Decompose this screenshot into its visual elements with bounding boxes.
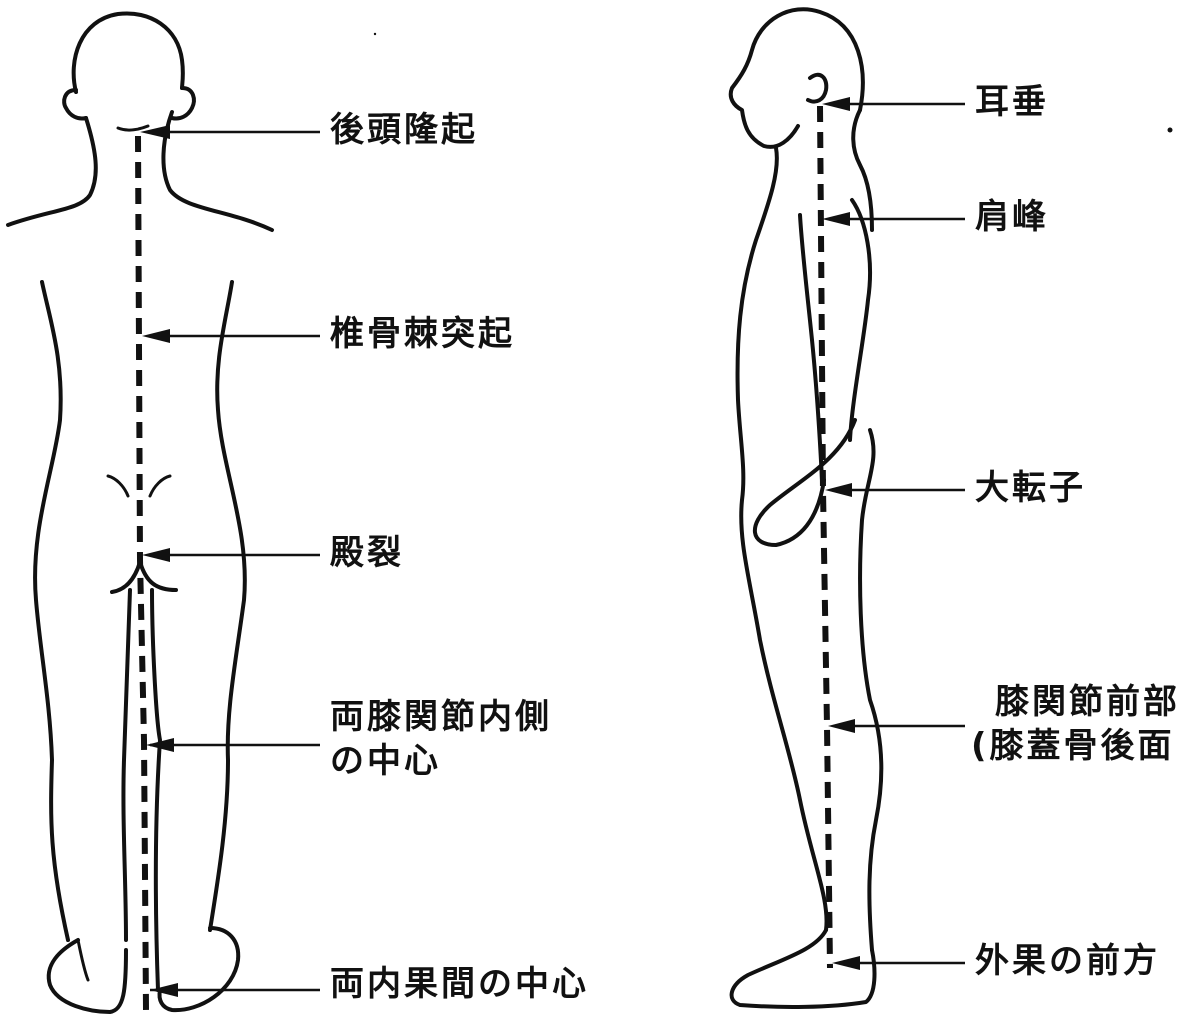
arrow-gluteal-head xyxy=(142,548,170,562)
arrow-knee-medial-head xyxy=(146,738,174,752)
back-neck-left-shoulder xyxy=(6,116,98,227)
back-inner-leg-left xyxy=(121,588,132,942)
arrow-lateral-malleolus-head xyxy=(832,956,860,970)
arrow-occipital-head xyxy=(140,125,170,139)
label-medial-malleoli-center: 両内果間の中心 xyxy=(330,964,589,1004)
label-knee-medial-line1: 両膝関節内側 xyxy=(330,697,552,737)
label-acromion: 肩峰 xyxy=(975,197,1049,237)
side-view-arrows xyxy=(822,97,965,970)
side-head-outline xyxy=(728,7,865,149)
lumbar-dimple-right xyxy=(148,474,172,498)
back-neck-right-shoulder xyxy=(161,110,274,232)
back-view-figure xyxy=(6,11,274,1014)
side-back-of-neck xyxy=(851,108,874,232)
side-foot xyxy=(729,928,877,1009)
arrow-malleoli-head xyxy=(150,983,178,997)
gluteal-fold xyxy=(110,560,178,594)
arrow-earlobe-head xyxy=(822,97,850,111)
side-arm-outer xyxy=(848,198,872,442)
print-speck xyxy=(373,32,377,36)
label-knee-medial-center: 両膝関節内側 の中心 xyxy=(330,695,552,783)
label-anterior-lateral-malleolus: 外果の前方 xyxy=(975,941,1160,981)
label-spinous-process: 椎骨棘突起 xyxy=(330,314,515,354)
side-front-torso xyxy=(735,146,829,932)
label-occipital-protuberance: 後頭隆起 xyxy=(330,110,478,150)
label-knee-anterior-line1: 膝関節前部 xyxy=(995,682,1180,722)
label-earlobe: 耳垂 xyxy=(975,82,1049,122)
arrow-acromion-head xyxy=(822,212,850,226)
arrow-knee-anterior-head xyxy=(828,719,855,733)
back-head-outline xyxy=(71,11,185,94)
lumbar-dimple-left xyxy=(106,474,130,498)
back-right-ear xyxy=(170,86,196,121)
back-left-foot xyxy=(46,938,128,1014)
back-view-arrows xyxy=(140,125,320,997)
side-gravity-line xyxy=(817,105,833,969)
back-left-torso xyxy=(33,280,70,942)
print-speck xyxy=(1167,127,1173,133)
back-left-heel xyxy=(76,938,90,982)
back-inner-leg-right xyxy=(150,588,162,992)
label-knee-anterior-line2: (膝蓋骨後面 xyxy=(971,726,1175,766)
side-view-figure xyxy=(728,7,884,1009)
label-knee-anterior: 膝関節前部 (膝蓋骨後面 xyxy=(971,680,1180,768)
back-gravity-line xyxy=(135,135,149,1011)
side-arm-inner xyxy=(798,213,824,482)
back-right-foot xyxy=(157,926,241,1013)
arrow-trochanter-head xyxy=(825,483,852,497)
label-knee-medial-line2: の中心 xyxy=(330,741,441,781)
occipital-mark xyxy=(116,124,150,132)
arrow-spinous-head xyxy=(142,329,170,343)
side-ear xyxy=(806,72,829,104)
side-hand xyxy=(752,418,857,547)
side-back-leg xyxy=(858,428,884,952)
back-left-ear xyxy=(62,88,88,121)
label-greater-trochanter: 大転子 xyxy=(975,468,1086,508)
label-gluteal-cleft: 殿裂 xyxy=(330,533,404,573)
back-right-torso xyxy=(208,280,247,932)
